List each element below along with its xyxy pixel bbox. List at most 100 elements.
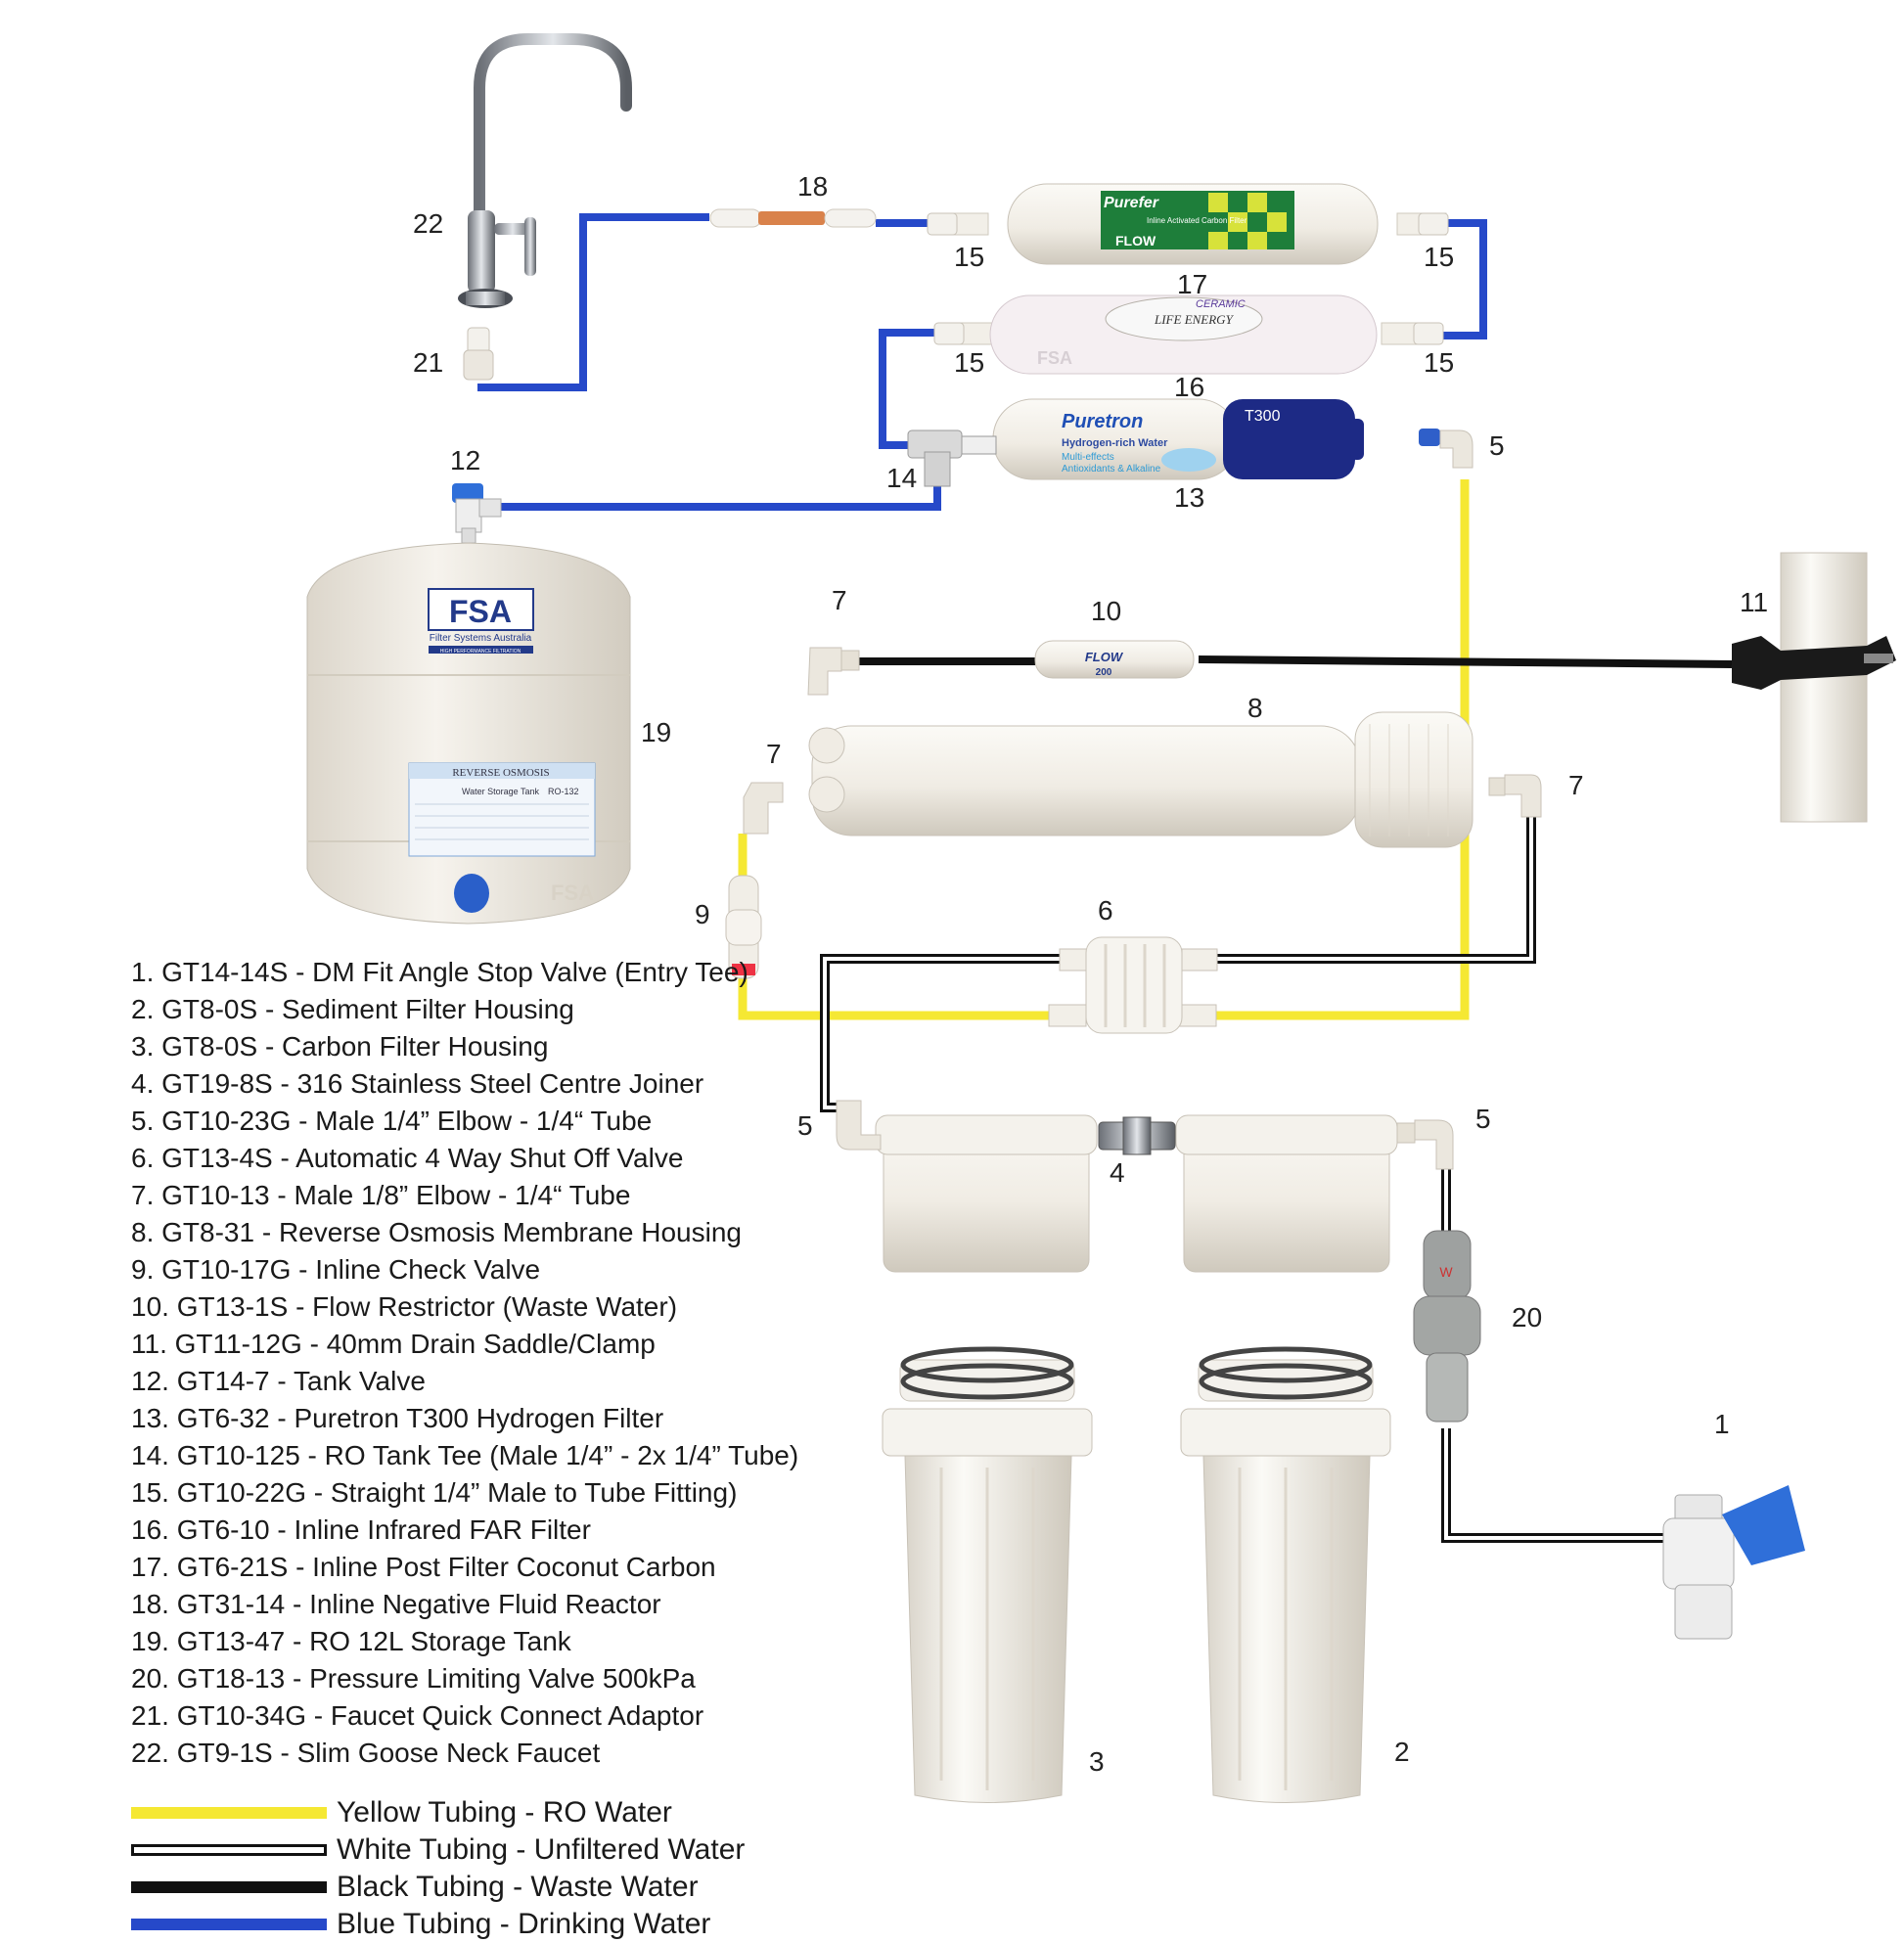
parts-list-item: 17. GT6-21S - Inline Post Filter Coconut… <box>131 1552 716 1582</box>
parts-list-item: 7. GT10-13 - Male 1/8” Elbow - 1/4“ Tube <box>131 1180 631 1210</box>
angle-stop-valve <box>1662 1485 1805 1640</box>
parts-list-item: 19. GT13-47 - RO 12L Storage Tank <box>131 1626 571 1656</box>
legend-swatch-black <box>131 1881 327 1893</box>
label-19: 19 <box>641 717 671 747</box>
flow-restrictor: FLOW 200 <box>807 640 1195 696</box>
legend-label-yellow: Yellow Tubing - RO Water <box>337 1796 672 1829</box>
filter17-name: Inline Activated Carbon Filter <box>1147 216 1247 225</box>
label-13: 13 <box>1174 482 1204 513</box>
parts-list-item: 4. GT19-8S - 316 Stainless Steel Centre … <box>131 1068 704 1099</box>
filter17-brand: Purefer <box>1104 195 1159 211</box>
stainless-centre-joiner <box>1098 1116 1176 1155</box>
legend-row-blue: Blue Tubing - Drinking Water <box>131 1906 745 1943</box>
label-17: 17 <box>1177 269 1207 299</box>
negative-fluid-reactor <box>709 208 877 228</box>
svg-text:W: W <box>1439 1264 1453 1280</box>
puretron-t300-filter-13: Puretron T300 Hydrogen-rich Water Multi-… <box>992 398 1473 480</box>
parts-list-item: 13. GT6-32 - Puretron T300 Hydrogen Filt… <box>131 1403 664 1433</box>
filter13-model: T300 <box>1245 408 1281 425</box>
drain-saddle-clamp <box>1732 552 1896 823</box>
label-21: 21 <box>413 347 443 378</box>
parts-list-item: 22. GT9-1S - Slim Goose Neck Faucet <box>131 1738 601 1768</box>
flow-value: 200 <box>1096 667 1112 678</box>
ro-membrane-housing <box>743 711 1542 848</box>
auto-shutoff-valve <box>1048 936 1218 1034</box>
straight-fittings <box>927 212 1449 345</box>
label-2: 2 <box>1394 1737 1410 1767</box>
label-6: 6 <box>1098 895 1113 926</box>
tank-base-brand: FSA <box>551 881 594 905</box>
ro-storage-tank: FSA Filter Systems Australia HIGH PERFOR… <box>306 542 631 925</box>
label-5-right: 5 <box>1475 1104 1491 1134</box>
parts-list-item: 15. GT10-22G - Straight 1/4” Male to Tub… <box>131 1477 738 1508</box>
goose-neck-faucet <box>458 33 632 308</box>
tank-label-model: RO-132 <box>548 787 579 796</box>
legend-row-white: White Tubing - Unfiltered Water <box>131 1831 745 1869</box>
tank-valve <box>452 483 502 544</box>
filter-housing-caps <box>836 1100 1454 1273</box>
filter16-name: LIFE ENERGY <box>1154 312 1235 327</box>
blue-tube-14-12 <box>497 470 941 511</box>
label-3: 3 <box>1089 1746 1105 1777</box>
label-15-c: 15 <box>954 347 984 378</box>
black-tube-10-11 <box>1198 655 1733 668</box>
parts-list-item: 12. GT14-7 - Tank Valve <box>131 1366 426 1396</box>
flow-label: FLOW <box>1085 650 1124 664</box>
parts-list-item: 21. GT10-34G - Faucet Quick Connect Adap… <box>131 1700 704 1731</box>
label-15-b: 15 <box>1424 242 1454 272</box>
parts-list: 1. GT14-14S - DM Fit Angle Stop Valve (E… <box>131 954 799 1772</box>
label-12: 12 <box>450 445 480 475</box>
label-5-top: 5 <box>1489 430 1505 461</box>
parts-list-item: 16. GT6-10 - Inline Infrared FAR Filter <box>131 1514 591 1545</box>
legend-label-blue: Blue Tubing - Drinking Water <box>337 1908 711 1940</box>
label-7-left: 7 <box>766 739 782 769</box>
label-1: 1 <box>1714 1409 1730 1439</box>
legend-swatch-blue <box>131 1919 327 1930</box>
yellow-tube-9-6 <box>738 978 1049 1020</box>
filter13-line1: Hydrogen-rich Water <box>1062 437 1168 449</box>
parts-list-item: 1. GT14-14S - DM Fit Angle Stop Valve (E… <box>131 957 748 987</box>
blue-tube-faucet <box>477 213 709 391</box>
parts-list-item: 14. GT10-125 - RO Tank Tee (Male 1/4” - … <box>131 1440 799 1470</box>
parts-list-item: 8. GT8-31 - Reverse Osmosis Membrane Hou… <box>131 1217 742 1247</box>
legend-label-white: White Tubing - Unfiltered Water <box>337 1833 746 1866</box>
label-7-right: 7 <box>1568 770 1584 800</box>
tubing-legend: Yellow Tubing - RO Water White Tubing - … <box>131 1794 745 1943</box>
blue-tube-16-14 <box>879 329 945 449</box>
tank-subtitle: Filter Systems Australia <box>430 633 532 644</box>
filter13-brand: Puretron <box>1062 411 1143 432</box>
legend-swatch-white <box>131 1844 327 1856</box>
tank-tagline: HIGH PERFORMANCE FILTRATION <box>440 649 521 655</box>
label-5-left: 5 <box>797 1110 813 1141</box>
legend-label-black: Black Tubing - Waste Water <box>337 1871 699 1903</box>
tank-brand: FSA <box>449 594 512 629</box>
label-22: 22 <box>413 208 443 239</box>
legend-row-yellow: Yellow Tubing - RO Water <box>131 1794 745 1831</box>
filter13-line2: Multi-effects <box>1062 452 1114 463</box>
label-18: 18 <box>797 171 828 202</box>
legend-row-black: Black Tubing - Waste Water <box>131 1869 745 1906</box>
blue-tube-17-16 <box>1417 219 1487 339</box>
tank-label-sub: Water Storage Tank <box>462 787 540 796</box>
filter13-line3: Antioxidants & Alkaline <box>1062 464 1161 474</box>
filter17-flow: FLOW <box>1115 233 1156 249</box>
label-7-top: 7 <box>832 585 847 615</box>
label-16: 16 <box>1174 372 1204 402</box>
label-10: 10 <box>1091 596 1121 626</box>
legend-swatch-yellow <box>131 1807 327 1819</box>
parts-list-item: 10. GT13-1S - Flow Restrictor (Waste Wat… <box>131 1291 678 1322</box>
inline-infrared-filter-16: CERAMIC LIFE ENERGY FSA <box>938 294 1436 375</box>
parts-list-item: 9. GT10-17G - Inline Check Valve <box>131 1254 541 1285</box>
label-11: 11 <box>1740 587 1768 617</box>
parts-list-item: 20. GT18-13 - Pressure Limiting Valve 50… <box>131 1663 696 1694</box>
parts-list-item: 11. GT11-12G - 40mm Drain Saddle/Clamp <box>131 1329 656 1359</box>
filter16-brand: FSA <box>1037 348 1072 368</box>
inline-check-valve <box>725 875 762 979</box>
faucet-quick-connect-adaptor <box>463 327 494 381</box>
filter16-title: CERAMIC <box>1196 298 1246 310</box>
label-8: 8 <box>1247 693 1263 723</box>
parts-list-item: 18. GT31-14 - Inline Negative Fluid Reac… <box>131 1589 661 1619</box>
label-14: 14 <box>886 463 917 493</box>
pressure-limiting-valve: W <box>1413 1230 1481 1423</box>
